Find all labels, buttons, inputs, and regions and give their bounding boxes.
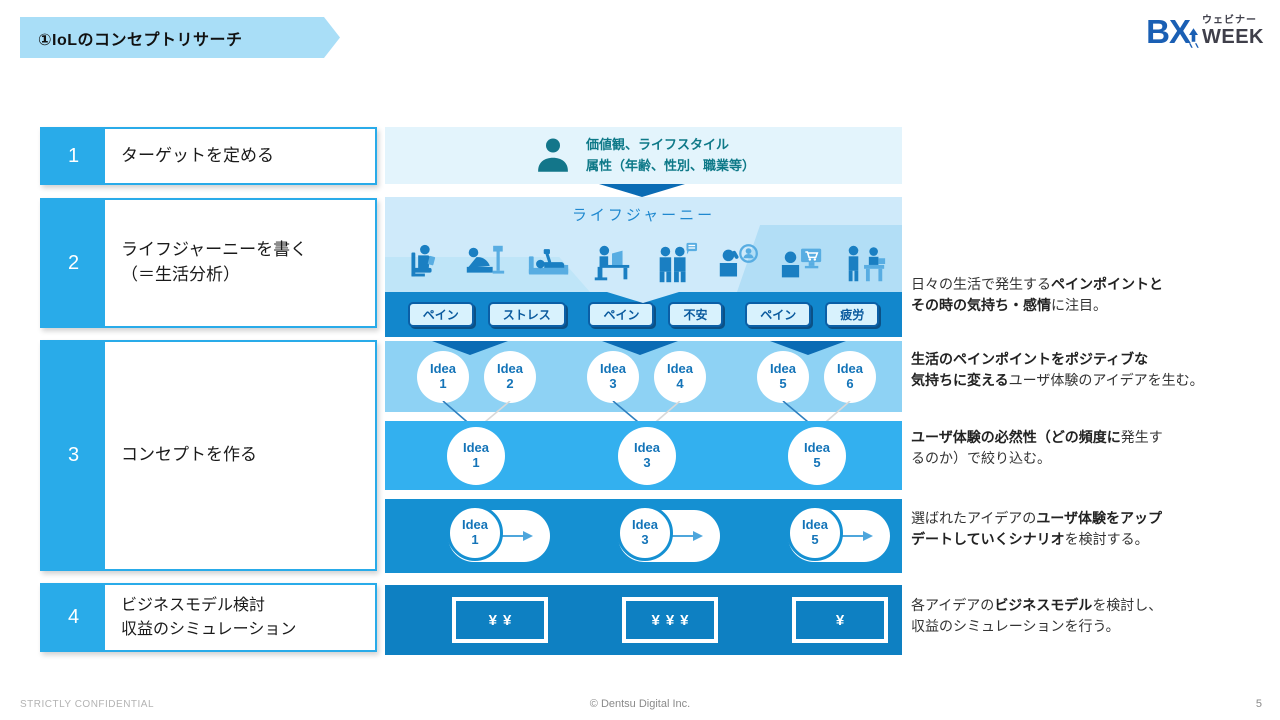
footer-copyright: © Dentsu Digital Inc. bbox=[589, 698, 691, 710]
journey-title: ライフジャーニー bbox=[571, 207, 716, 224]
logo-week-text: WEEK bbox=[1202, 26, 1264, 48]
step-2-label: ライフジャーニーを書く （＝生活分析） bbox=[105, 200, 375, 326]
logo-text-stack: ウェビナー WEEK bbox=[1202, 15, 1264, 48]
step-4-label-line: ビジネスモデル検討 bbox=[121, 597, 266, 615]
revenue-box: ¥¥¥ bbox=[622, 597, 718, 643]
step-3-box: 3 コンセプトを作る bbox=[40, 340, 377, 571]
annotation-business-model: 各アイデアのビジネスモデルを検討し、 収益のシミュレーションを行う。 bbox=[911, 597, 1163, 634]
bed-smartphone-icon bbox=[528, 249, 568, 275]
sitting-reading-icon bbox=[411, 244, 436, 277]
pain-chip: ペイン bbox=[407, 302, 474, 327]
annotation-idea-filtering: ユーザ体験の必然性（どの頻度に発生す るのか）で絞り込む。 bbox=[911, 429, 1163, 466]
pain-chip: ペイン bbox=[588, 302, 655, 327]
bx-week-logo: BX ウェビナー WEEK bbox=[1146, 13, 1264, 51]
pain-chip: ペイン bbox=[745, 302, 812, 327]
step-1-number: 1 bbox=[42, 129, 105, 183]
pain-chip: 不安 bbox=[668, 302, 723, 327]
logo-bx-text: BX bbox=[1146, 13, 1191, 51]
revenue-box: ¥ bbox=[792, 597, 888, 643]
person-icon bbox=[538, 138, 568, 172]
pain-chip-group: ペイン 不安 bbox=[588, 302, 723, 327]
pain-chip: 疲労 bbox=[825, 302, 880, 327]
step-3-number: 3 bbox=[42, 342, 105, 569]
logo-arrow-icon bbox=[1189, 28, 1199, 48]
step-2-number: 2 bbox=[42, 200, 105, 326]
step-3-label: コンセプトを作る bbox=[105, 342, 375, 569]
page-title: ①IoLのコンセプトリサーチ bbox=[38, 31, 243, 49]
pain-chip-group: ペイン 疲労 bbox=[745, 302, 880, 327]
step-4-box: 4 ビジネスモデル検討 収益のシミュレーション bbox=[40, 583, 377, 652]
step-2-label-line: ライフジャーニーを書く bbox=[121, 240, 308, 260]
business-model-band: ¥¥ ¥¥¥ ¥ bbox=[385, 585, 902, 655]
journey-notch-shape bbox=[607, 292, 679, 303]
step-2-box: 2 ライフジャーニーを書く （＝生活分析） bbox=[40, 198, 377, 328]
conversation-icon bbox=[659, 242, 698, 283]
step-1-box: 1 ターゲットを定める bbox=[40, 127, 377, 185]
step-1-label-line: ターゲットを定める bbox=[121, 145, 274, 165]
revenue-box: ¥¥ bbox=[452, 597, 548, 643]
step-1-label: ターゲットを定める bbox=[105, 129, 375, 183]
annotation-idea-generation: 生活のペインポイントをポジティブな 気持ちに変えるユーザ体験のアイデアを生む。 bbox=[911, 351, 1204, 388]
target-attributes-panel: 価値観、ライフスタイル 属性（年齢、性別、職業等） bbox=[385, 127, 902, 184]
target-text-line: 属性（年齢、性別、職業等） bbox=[585, 157, 755, 173]
step-4-number: 4 bbox=[42, 585, 105, 650]
store-visit-icon bbox=[848, 245, 886, 282]
page-number: 5 bbox=[1255, 698, 1262, 710]
life-journey-panel: ライフジャーニー bbox=[385, 197, 902, 292]
annotation-pain-points: 日々の生活で発生するペインポイントと その時の気持ち・感情に注目。 bbox=[911, 276, 1163, 313]
journey-pictograms bbox=[385, 227, 902, 289]
logo-webinar-text: ウェビナー bbox=[1202, 15, 1257, 26]
footer-confidential: STRICTLY CONFIDENTIAL bbox=[20, 699, 155, 710]
relaxing-tv-icon bbox=[467, 245, 505, 274]
pain-chip: ストレス bbox=[487, 302, 566, 327]
online-shopping-icon bbox=[781, 248, 821, 278]
phone-call-icon bbox=[720, 244, 759, 277]
target-text-line: 価値観、ライフスタイル bbox=[585, 137, 729, 153]
desk-computer-icon bbox=[594, 245, 630, 281]
annotation-scenario: 選ばれたアイデアのユーザ体験をアップ デートしていくシナリオを検討する。 bbox=[911, 510, 1163, 547]
pain-chip-group: ペイン ストレス bbox=[407, 302, 566, 327]
flow-down-arrow bbox=[599, 184, 685, 197]
step-4-label: ビジネスモデル検討 収益のシミュレーション bbox=[105, 585, 375, 650]
pain-labels-band: ペイン ストレス ペイン 不安 ペイン 疲労 bbox=[385, 292, 902, 337]
step-2-label-line: （＝生活分析） bbox=[121, 265, 240, 284]
target-attributes-text: 価値観、ライフスタイル 属性（年齢、性別、職業等） bbox=[586, 135, 755, 175]
step-4-label-line: 収益のシミュレーション bbox=[121, 620, 297, 638]
title-banner: ①IoLのコンセプトリサーチ bbox=[20, 17, 340, 58]
step-3-label-line: コンセプトを作る bbox=[121, 445, 257, 465]
